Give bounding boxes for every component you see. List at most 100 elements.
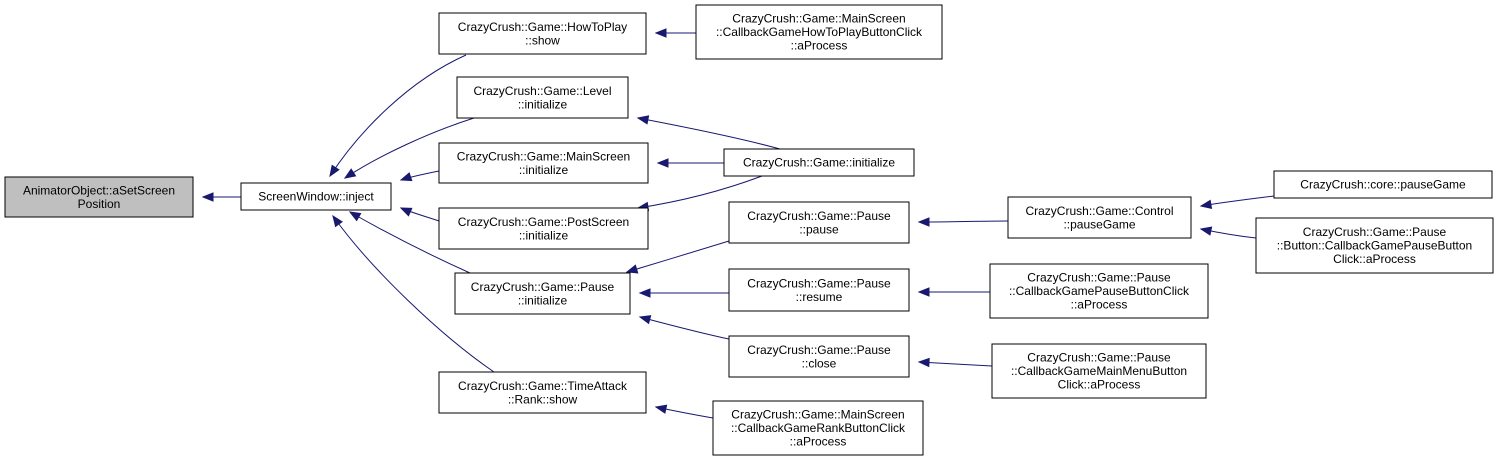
node-box	[728, 268, 910, 312]
node-label-line: ::close	[802, 356, 837, 370]
edge-line	[918, 220, 1009, 223]
node-label-line: CrazyCrush::Game::Pause	[1027, 271, 1171, 285]
edge-pausePause-to-pauseInit	[625, 240, 730, 274]
arrowhead	[654, 404, 668, 414]
node-box	[991, 343, 1207, 399]
node-label-line: ::resume	[796, 290, 843, 304]
node-pauseButtonClickCallback[interactable]: CrazyCrush::Game::Pause::CallbackGamePau…	[989, 263, 1209, 319]
node-howToPlayShow[interactable]: CrazyCrush::Game::HowToPlay::show	[438, 12, 647, 55]
node-label-line: CrazyCrush::Game::HowToPlay	[458, 20, 627, 34]
arrowhead	[329, 164, 340, 178]
node-label-line: ::CallbackGamePauseButtonClick	[1009, 284, 1190, 298]
node-label-line: CrazyCrush::Game::Pause	[747, 276, 891, 290]
edge-pauseButtonCallback-to-controlPauseGame	[1199, 226, 1257, 239]
node-label-line: CrazyCrush::Game::Level	[473, 84, 611, 98]
node-box	[454, 272, 631, 315]
node-pauseClose[interactable]: CrazyCrush::Game::Pause::close	[728, 335, 910, 378]
edge-layer	[201, 28, 1275, 419]
node-box	[1255, 217, 1494, 274]
edge-line	[349, 211, 471, 274]
node-label-line: ::initialize	[519, 228, 569, 242]
node-rankCallback[interactable]: CrazyCrush::Game::MainScreen::CallbackGa…	[712, 400, 924, 456]
edge-line	[329, 54, 467, 177]
node-label-line: ::CallbackGameHowToPlayButtonClick	[716, 25, 923, 39]
node-label-line: CrazyCrush::core::pauseGame	[1300, 178, 1466, 192]
node-box	[456, 76, 629, 119]
node-mainMenuButtonCallback[interactable]: CrazyCrush::Game::Pause::CallbackGameMai…	[991, 343, 1207, 399]
node-pauseInit[interactable]: CrazyCrush::Game::Pause::initialize	[454, 272, 631, 315]
node-label-line: Click::aProcess	[1058, 378, 1141, 392]
edge-controlPauseGame-to-pausePause	[917, 217, 1009, 227]
node-box	[240, 182, 392, 211]
node-postScreenInit[interactable]: CrazyCrush::Game::PostScreen::initialize	[438, 207, 649, 250]
node-label-line: ::initialize	[519, 163, 569, 177]
edge-line	[344, 117, 475, 179]
node-controlPauseGame[interactable]: CrazyCrush::Game::Control::pauseGame	[1007, 196, 1192, 239]
edge-pauseButtonClickCallback-to-pauseResume	[917, 287, 990, 297]
arrowhead	[1199, 199, 1213, 209]
arrowhead	[625, 264, 639, 274]
node-label-line: CrazyCrush::Game::initialize	[743, 156, 895, 170]
node-box	[712, 400, 924, 456]
node-label-line: ScreenWindow::inject	[258, 190, 374, 204]
node-levelInit[interactable]: CrazyCrush::Game::Level::initialize	[456, 76, 629, 119]
edge-line	[918, 361, 993, 367]
edge-howToPlayCallback-to-howToPlayShow	[654, 28, 696, 38]
node-label-line: ::initialize	[518, 293, 568, 307]
arrowhead	[917, 287, 930, 297]
node-pausePause[interactable]: CrazyCrush::Game::Pause::pause	[728, 201, 910, 244]
node-label-line: ::CallbackGameRankButtonClick	[731, 421, 906, 435]
edge-line	[626, 240, 730, 273]
node-pauseResume[interactable]: CrazyCrush::Game::Pause::resume	[728, 268, 910, 312]
arrowhead	[654, 28, 667, 38]
node-howToPlayCallback[interactable]: CrazyCrush::Game::MainScreen::CallbackGa…	[695, 4, 943, 60]
node-label-line: CrazyCrush::Game::Pause	[747, 343, 891, 357]
edge-line	[639, 316, 730, 340]
node-box	[695, 4, 943, 60]
node-box	[728, 201, 910, 244]
edge-rankCallback-to-timeAttackRankShow	[654, 404, 714, 419]
arrowhead	[399, 172, 413, 182]
node-label-line: CrazyCrush::Game::Pause	[1027, 351, 1171, 365]
node-label-line: CrazyCrush::Game::MainScreen	[457, 149, 630, 163]
edge-corePauseGame-to-controlPauseGame	[1199, 195, 1275, 209]
node-label-line: CrazyCrush::Game::TimeAttack	[458, 379, 628, 393]
node-gameInit[interactable]: CrazyCrush::Game::initialize	[723, 148, 915, 177]
edge-mainMenuButtonCallback-to-pauseClose	[917, 357, 993, 368]
node-box	[438, 207, 649, 250]
node-label-line: CrazyCrush::Game::MainScreen	[732, 12, 905, 26]
node-box	[438, 371, 647, 414]
edge-howToPlayShow-to-inject	[329, 54, 467, 178]
node-label-line: Click::aProcess	[1333, 252, 1416, 266]
node-label-line: CrazyCrush::Game::PostScreen	[458, 215, 629, 229]
node-label-line: ::pauseGame	[1063, 217, 1135, 231]
node-inject[interactable]: ScreenWindow::inject	[240, 182, 392, 211]
node-mainScreenInit[interactable]: CrazyCrush::Game::MainScreen::initialize	[438, 142, 649, 184]
node-label-line: ::show	[525, 33, 560, 47]
edge-line	[637, 117, 781, 150]
node-box	[438, 142, 649, 184]
node-box	[1007, 196, 1192, 239]
edge-gameInit-to-mainScreenInit	[656, 158, 724, 168]
arrowhead	[399, 207, 413, 217]
node-box	[723, 148, 915, 177]
node-box	[1273, 170, 1493, 199]
node-corePauseGame[interactable]: CrazyCrush::core::pauseGame	[1273, 170, 1493, 199]
edge-pauseClose-to-pauseInit	[638, 315, 730, 340]
arrowhead	[332, 214, 343, 228]
arrowhead	[917, 357, 930, 368]
arrowhead	[348, 211, 362, 222]
node-label-line: ::aProcess	[791, 39, 848, 53]
node-label-line: ::aProcess	[790, 435, 847, 449]
node-box	[4, 176, 194, 218]
node-timeAttackRankShow[interactable]: CrazyCrush::Game::TimeAttack::Rank::show	[438, 371, 647, 414]
node-pauseButtonCallback[interactable]: CrazyCrush::Game::Pause::Button::Callbac…	[1255, 217, 1494, 274]
arrowhead	[1199, 226, 1213, 236]
edge-line	[332, 215, 495, 373]
node-label-line: ::Rank::show	[508, 392, 578, 406]
node-label-line: ::CallbackGameMainMenuButton	[1011, 364, 1187, 378]
edge-inject-to-aSetScreenPosition	[201, 192, 241, 202]
